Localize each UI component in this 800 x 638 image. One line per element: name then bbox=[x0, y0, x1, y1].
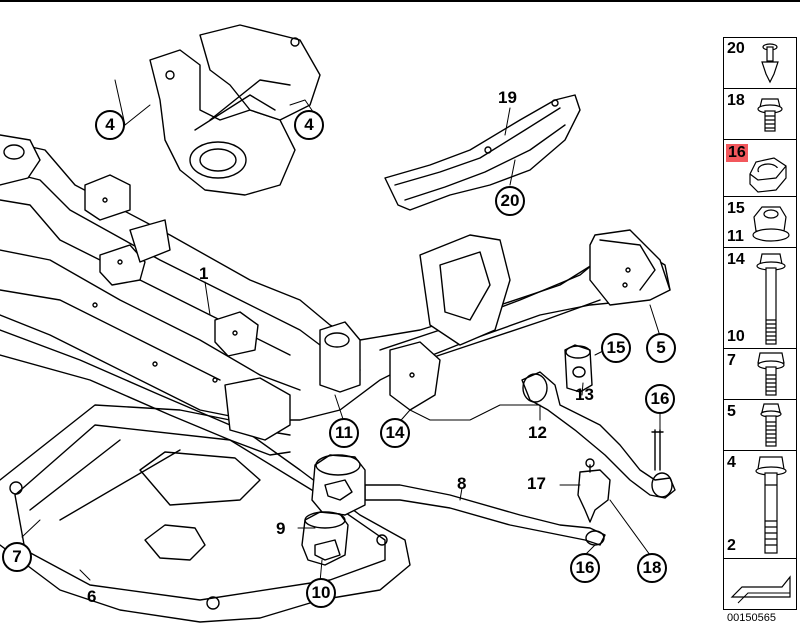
sidebar-number: 4 bbox=[727, 454, 736, 471]
callout-4-left[interactable]: 4 bbox=[95, 110, 125, 140]
screw-icon bbox=[760, 403, 782, 447]
sidebar-number: 2 bbox=[727, 537, 736, 554]
document-number: 00150565 bbox=[727, 612, 776, 624]
label-9[interactable]: 9 bbox=[276, 519, 286, 538]
sidebar-cell-arrow[interactable] bbox=[723, 558, 797, 610]
direction-arrow-icon bbox=[730, 575, 791, 604]
callout-11[interactable]: 11 bbox=[329, 418, 359, 448]
callout-18[interactable]: 18 bbox=[637, 553, 667, 583]
flange-bolt-icon bbox=[757, 98, 783, 132]
sidebar-cell-14-10[interactable]: 14 10 bbox=[723, 247, 797, 349]
sidebar-number: 7 bbox=[727, 352, 736, 369]
strut-tower-support bbox=[149, 24, 321, 196]
label-1[interactable]: 1 bbox=[199, 264, 209, 283]
callout-14[interactable]: 14 bbox=[380, 418, 410, 448]
hex-nut-icon bbox=[749, 157, 787, 193]
label-12[interactable]: 12 bbox=[528, 423, 547, 442]
sidebar-cell-5[interactable]: 5 bbox=[723, 399, 797, 451]
top-border bbox=[0, 0, 800, 2]
sidebar-number: 11 bbox=[727, 228, 744, 245]
sidebar-number-highlighted: 16 bbox=[726, 144, 748, 162]
callout-5[interactable]: 5 bbox=[646, 333, 676, 363]
sidebar-cell-4-2[interactable]: 4 2 bbox=[723, 450, 797, 559]
sidebar-number: 15 bbox=[727, 200, 745, 217]
label-19[interactable]: 19 bbox=[498, 88, 517, 107]
sidebar-number: 18 bbox=[727, 92, 745, 109]
long-bolt-icon bbox=[756, 253, 786, 345]
callout-16-top[interactable]: 16 bbox=[645, 384, 675, 414]
sidebar-cell-16[interactable]: 16 bbox=[723, 139, 797, 197]
tension-strut bbox=[364, 484, 606, 546]
label-6[interactable]: 6 bbox=[87, 587, 97, 606]
label-13[interactable]: 13 bbox=[575, 385, 594, 404]
hydro-mount bbox=[301, 454, 366, 566]
collar-bolt-icon bbox=[755, 456, 787, 554]
callout-10[interactable]: 10 bbox=[306, 578, 336, 608]
sidebar-cell-7[interactable]: 7 bbox=[723, 348, 797, 400]
label-8[interactable]: 8 bbox=[457, 474, 467, 493]
flange-nut-icon bbox=[752, 206, 790, 242]
sidebar-cell-15-11[interactable]: 15 11 bbox=[723, 196, 797, 248]
callout-4-right[interactable]: 4 bbox=[294, 110, 324, 140]
sidebar-number: 20 bbox=[727, 40, 745, 57]
callout-20[interactable]: 20 bbox=[495, 186, 525, 216]
reinforcement-plate bbox=[384, 94, 581, 211]
leader-lines bbox=[21, 79, 661, 583]
push-rivet-icon bbox=[761, 43, 779, 84]
ball-joint bbox=[577, 458, 611, 523]
underbody-guard-plate bbox=[0, 404, 411, 623]
callout-16-bottom[interactable]: 16 bbox=[570, 553, 600, 583]
sidebar-number: 14 bbox=[727, 251, 745, 268]
sidebar-number: 5 bbox=[727, 403, 736, 420]
sidebar-cell-20[interactable]: 20 bbox=[723, 37, 797, 89]
hex-bolt-icon bbox=[757, 352, 785, 396]
rubber-mount bbox=[564, 344, 593, 393]
callout-7[interactable]: 7 bbox=[2, 542, 32, 572]
callout-15[interactable]: 15 bbox=[601, 333, 631, 363]
front-axle-carrier bbox=[0, 134, 671, 456]
label-17[interactable]: 17 bbox=[527, 474, 546, 493]
control-arm-upper bbox=[521, 371, 676, 499]
sidebar-cell-18[interactable]: 18 bbox=[723, 88, 797, 140]
sidebar-number: 10 bbox=[727, 328, 745, 345]
